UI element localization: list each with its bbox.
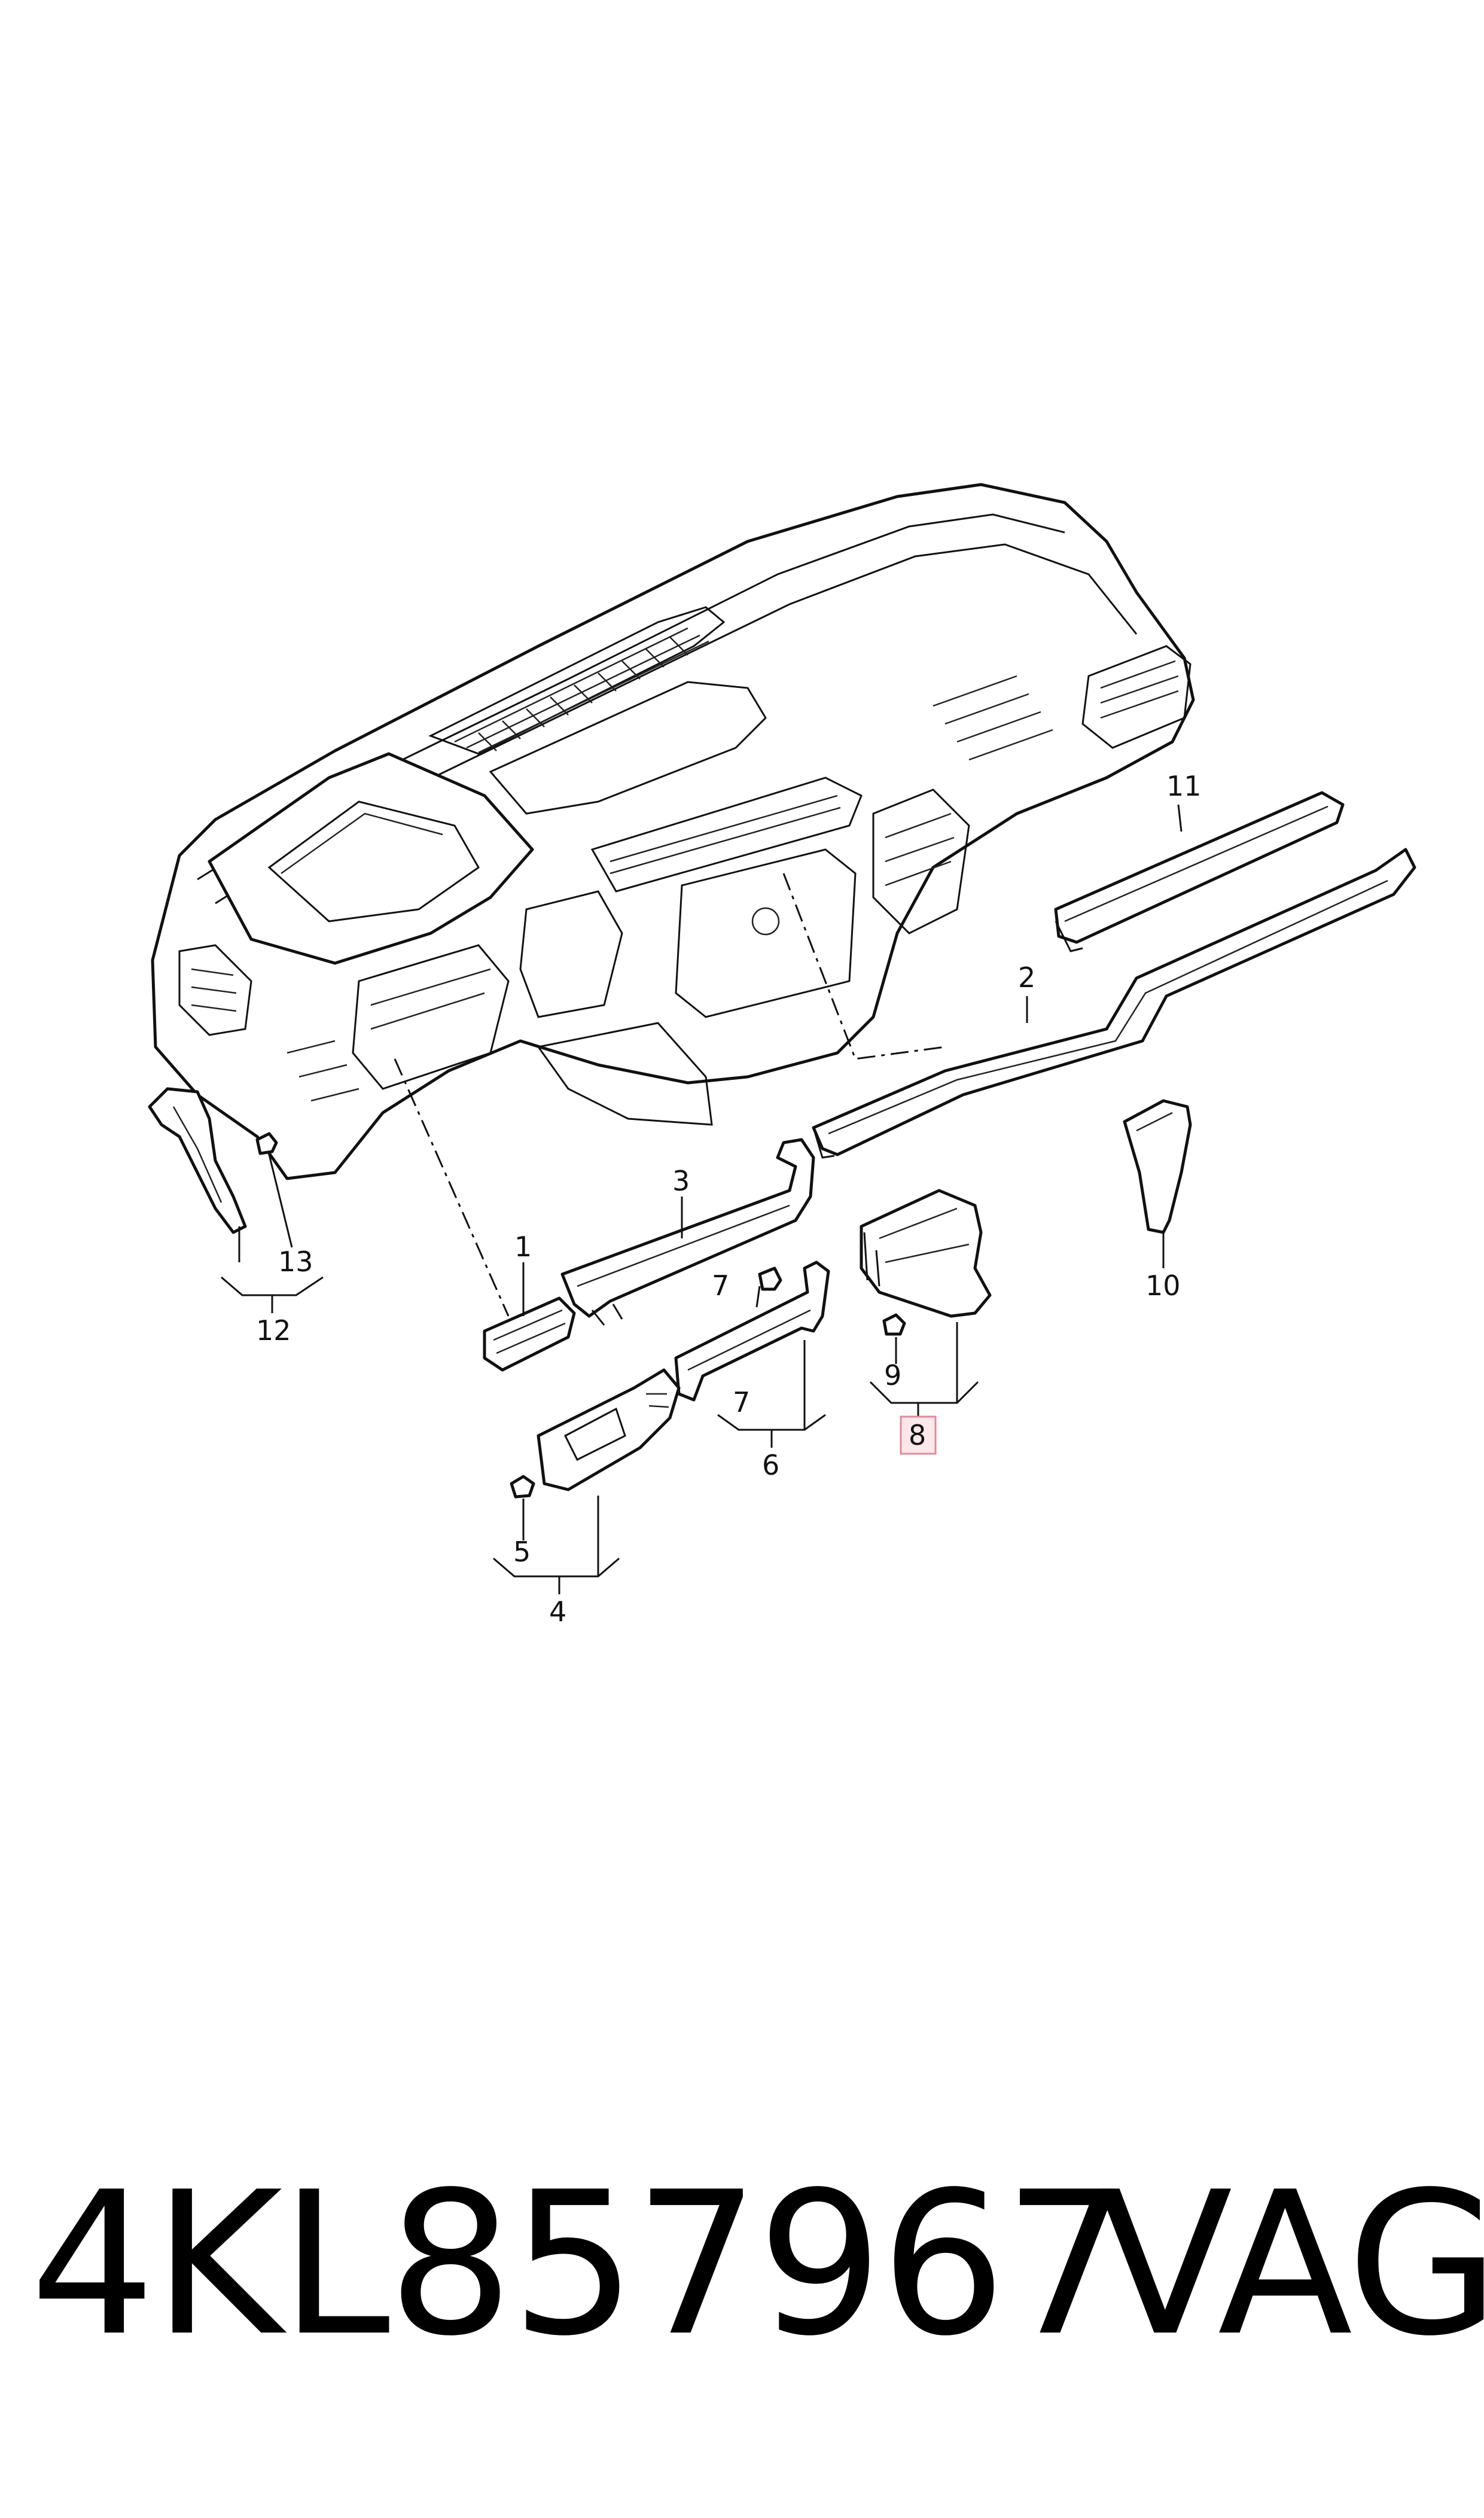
part-4-knee-panel	[537, 1368, 681, 1491]
label-13: 13	[278, 1246, 313, 1278]
brand-name: VAG	[1098, 2149, 1484, 2379]
label-8-highlight	[900, 1415, 937, 1455]
part-2-decor-strip	[812, 848, 1416, 1159]
part-3-trim-panel	[560, 1138, 815, 1326]
reference-line-2	[782, 873, 946, 1060]
label-11: 11	[1166, 770, 1202, 802]
part-1-insert	[483, 1296, 576, 1372]
label-7: 7	[712, 1269, 729, 1302]
part-6-lower-trim	[674, 1260, 830, 1402]
label-9: 9	[884, 1359, 901, 1392]
part-5-clip	[510, 1475, 535, 1499]
part-12-side-bracket	[148, 1087, 247, 1234]
label-3: 3	[672, 1165, 690, 1197]
dashboard-assembly	[151, 483, 1195, 1180]
label-10: 10	[1145, 1269, 1181, 1302]
part-13-clip	[255, 1132, 278, 1155]
label-4: 4	[549, 1596, 566, 1628]
exploded-parts-diagram: 11 2 3 1 13 12 7 7 6 5 4 9 8 10	[148, 483, 1416, 1628]
part-11-upper-trim	[1054, 791, 1345, 952]
part-9-clip	[882, 1313, 906, 1336]
part-7-clip	[758, 1266, 782, 1291]
reference-line-1	[394, 1058, 510, 1317]
label-6: 6	[762, 1449, 779, 1481]
label-8: 8	[909, 1419, 926, 1451]
part-10-wedge-trim	[1123, 1099, 1192, 1234]
label-12: 12	[256, 1314, 291, 1347]
label-5: 5	[513, 1536, 531, 1568]
label-2: 2	[1018, 961, 1035, 994]
label-7-bracket: 7	[733, 1386, 750, 1418]
label-1: 1	[514, 1231, 532, 1263]
part-8-console-panel	[860, 1189, 992, 1318]
part-number: 4KL857967	[30, 2149, 1129, 2379]
leader-lines	[221, 804, 1183, 1594]
